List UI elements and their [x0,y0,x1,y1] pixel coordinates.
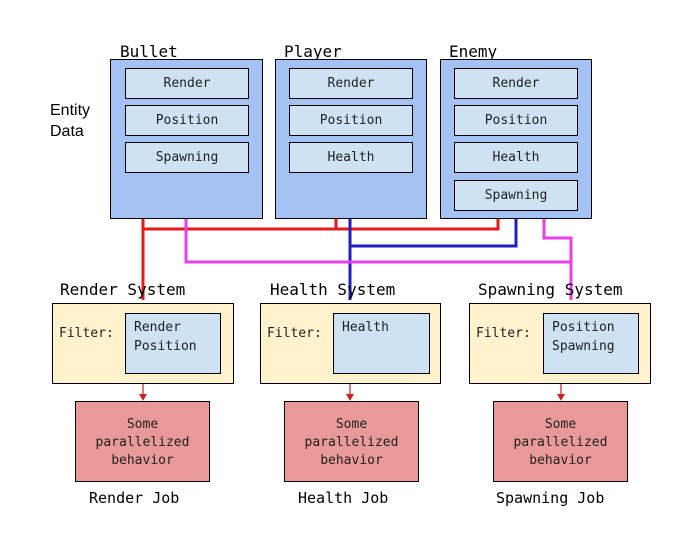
health-job-text: parallelized [304,435,399,450]
bullet-position-component: Position [125,105,249,136]
health-filter-label: Filter: [267,326,322,341]
render-filter-item: Render [134,320,181,335]
spawning-system-title: Spawning System [478,280,623,299]
spawning-system: Filter: Position Spawning [469,303,651,384]
player-health-component: Health [289,142,413,173]
render-wire-bus [143,219,500,231]
spawning-filter-item: Spawning [552,339,615,354]
bullet-title: Bullet [120,42,178,61]
health-filter-item: Health [342,320,389,335]
spawning-filter-label: Filter: [476,326,531,341]
enemy-position-component: Position [454,105,578,136]
render-filter-item: Position [134,339,197,354]
spawning-job-text: parallelized [513,435,608,450]
health-job-box: Some parallelized behavior [284,401,419,482]
spawning-filter-box: Position Spawning [543,313,639,374]
health-system-title: Health System [270,280,396,299]
health-filter-box: Health [333,313,430,374]
render-job-text: parallelized [95,435,190,450]
spawning-job-text: Some [544,417,577,432]
health-job-text: Some [335,417,368,432]
render-job-title: Render Job [89,489,180,507]
entity-data-label-line1: Entity [50,102,91,119]
player-render-component: Render [289,68,413,99]
render-filter-box: Render Position [125,313,221,374]
enemy-spawning-component: Spawning [454,180,578,211]
arrow-spawning-job [557,384,565,401]
health-job-title: Health Job [298,489,389,507]
spawning-job-title: Spawning Job [496,489,605,507]
enemy-title: Enemy [449,42,498,61]
health-job-text: behavior [320,453,383,468]
spawning-wire [184,219,571,264]
enemy-entity: Render Position Health Spawning [440,59,592,219]
player-title: Player [284,42,342,61]
player-position-component: Position [289,105,413,136]
render-job-box: Some parallelized behavior [75,401,210,482]
enemy-health-component: Health [454,142,578,173]
bullet-spawning-component: Spawning [125,142,249,173]
render-filter-label: Filter: [59,326,114,341]
player-entity: Render Position Health [275,59,427,219]
entity-data-label: Entity Data [50,100,90,142]
render-job-text: Some [126,417,159,432]
spawning-job-box: Some parallelized behavior [493,401,628,482]
arrow-health-job [346,384,354,401]
health-wire-bus [350,219,518,248]
enemy-render-component: Render [454,68,578,99]
bullet-render-component: Render [125,68,249,99]
entity-data-label-line2: Data [50,123,84,140]
render-job-text: behavior [111,453,174,468]
render-system: Filter: Render Position [52,303,234,384]
bullet-entity: Render Position Spawning [110,59,263,219]
arrow-render-job [139,384,147,401]
spawning-wire-enemy [542,219,573,300]
render-system-title: Render System [60,280,186,299]
spawning-job-text: behavior [529,453,592,468]
health-system: Filter: Health [260,303,441,384]
spawning-filter-item: Position [552,320,615,335]
